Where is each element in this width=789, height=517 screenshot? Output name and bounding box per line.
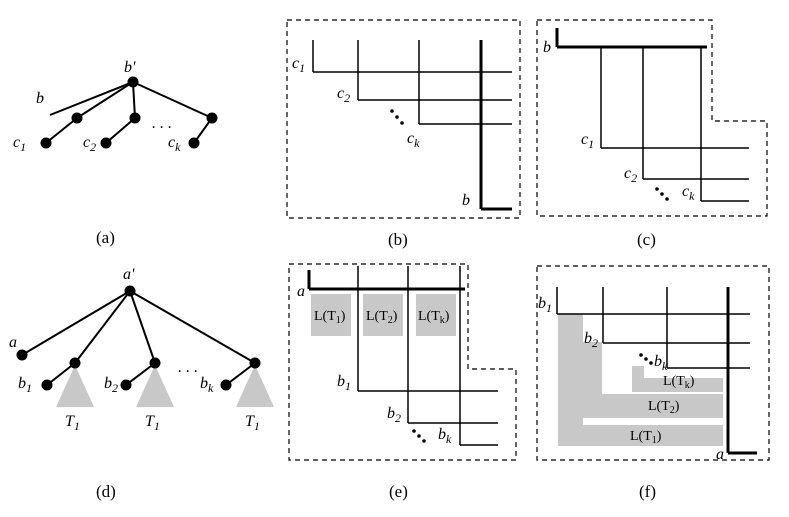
tree-node [149,357,161,369]
tree-node [249,357,261,369]
tree-node [188,137,200,149]
tree-node [129,112,141,124]
node-label-b1: b1 [18,375,32,395]
tree-node [120,379,132,391]
label-LTk: L(Tk) [663,374,695,391]
label-b: b [543,39,551,56]
label-bk: bk [438,426,452,446]
region-LT2 [583,342,723,418]
region-LTk [416,294,456,336]
label-ck: ck [407,130,420,150]
label-c1: c1 [292,55,305,75]
label-LT1: L(T1) [314,309,346,326]
label-bk: bk [654,353,668,373]
node-label-b2: b2 [104,375,118,395]
subtree-triangle [56,365,94,407]
ellipsis: . . . [178,359,198,376]
tree-node [16,349,28,361]
tree-node [40,137,52,149]
label-ck: ck [682,183,695,203]
label-b1: b1 [538,295,552,315]
region-LT1 [558,314,723,446]
tree-node [206,112,218,124]
label-b1: b1 [337,373,351,393]
diagonal-dots [390,109,404,125]
panel-f-layout: b1 b2 bk L(Tk) L(T2) L(T1) a (f) [536,265,770,501]
root-label: a' [123,266,135,283]
label-LT1: L(T1) [630,429,662,446]
caption-d: (d) [96,482,116,501]
ellipsis: . . . [152,115,172,132]
label-b2: b2 [387,405,401,425]
region-LT2 [363,294,403,336]
panel-a-tree: b' b c1 c2 . . . ck (a) [13,59,218,247]
label-a: a [297,283,305,300]
panel-d-tree: a' a b1 b2 . . . bk T1 T1 T1 (d) [9,266,274,501]
label-c2: c2 [624,165,637,185]
label-LT2: L(T2) [366,309,398,326]
diagonal-dots [412,429,426,443]
label-c1: c1 [581,131,594,151]
region-LT1 [311,294,351,336]
tree-node [127,76,139,88]
label-LT2: L(T2) [648,399,680,416]
subtree-label: T1 [245,413,260,433]
diagonal-dots [655,187,669,201]
label-LTk: L(Tk) [418,309,450,326]
subtree-triangle [236,365,274,407]
label-b: b [462,192,470,209]
subtree-label: T1 [145,413,160,433]
caption-e: (e) [389,482,408,501]
node-label-c2: c2 [83,134,96,154]
panel-c-layout: b c1 c2 ck (c) [536,19,768,249]
panel-e-layout: a L(T1) L(T2) L(Tk) b1 b2 bk (e) [288,263,517,501]
label-c2: c2 [337,85,350,105]
node-label-a: a [9,334,17,351]
node-label-b: b [36,90,44,107]
region-LTk [632,366,723,392]
tree-node [100,137,112,149]
diagonal-dots [639,353,653,365]
subtree-triangle [136,365,174,407]
subtree-label: T1 [65,413,80,433]
caption-f: (f) [639,482,656,501]
tree-node [220,379,232,391]
tree-node [71,112,83,124]
tree-node [41,379,53,391]
node-label-c1: c1 [13,134,26,154]
tree-node [69,357,81,369]
panel-b-layout: c1 c2 ck b (b) [286,19,521,249]
root-label: b' [124,59,136,76]
label-a: a [716,446,724,463]
caption-b: (b) [388,230,408,249]
label-b2: b2 [584,330,598,350]
node-label-ck: ck [168,134,181,154]
node-label-bk: bk [200,375,214,395]
tree-node [124,285,136,297]
caption-c: (c) [637,230,656,249]
caption-a: (a) [96,228,115,247]
